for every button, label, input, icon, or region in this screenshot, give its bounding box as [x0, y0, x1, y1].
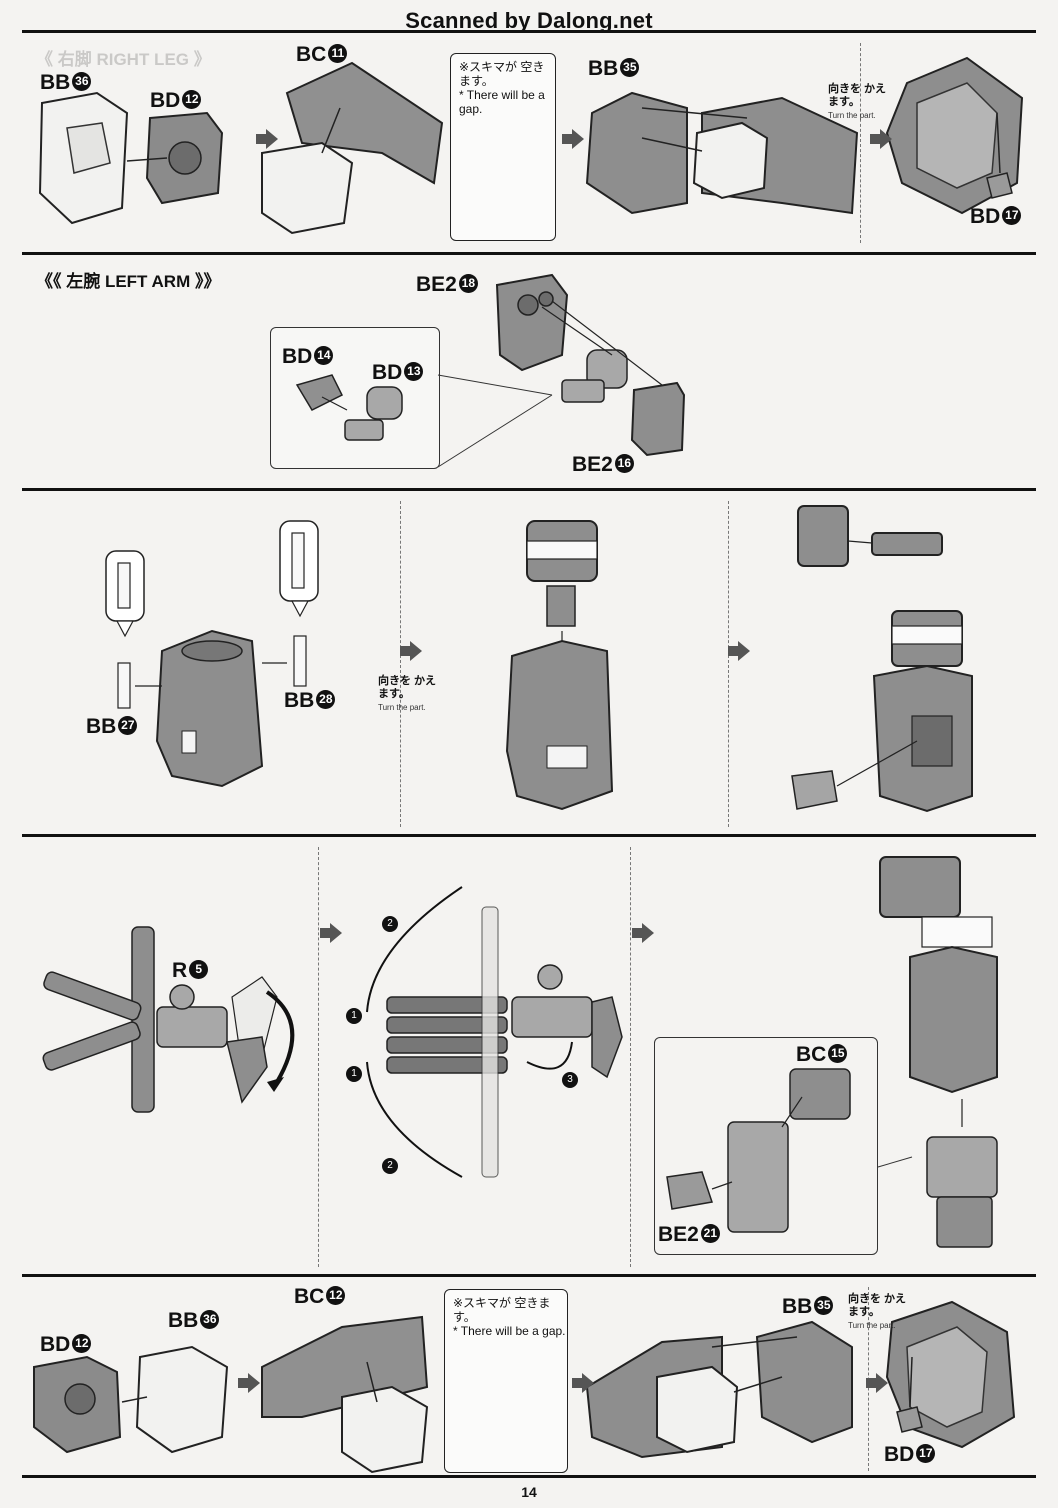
next-arrow: [632, 923, 654, 943]
left-leg-illustration: [33, 1300, 1016, 1474]
next-arrow: [728, 641, 750, 661]
hand-illustration: [42, 856, 998, 1248]
page-number: 14: [521, 1484, 537, 1500]
step-divider: [318, 847, 319, 1267]
step-number-1: 1: [346, 1063, 362, 1082]
step-divider: [630, 847, 631, 1267]
step-divider: [728, 501, 729, 827]
step-number-3: 3: [562, 1069, 578, 1088]
turn-note: 向きを かえます。Turn the part.: [848, 1293, 907, 1330]
turn-note: 向きを かえます。Turn the part.: [828, 83, 887, 120]
inset-hand-assembly: [654, 1037, 878, 1255]
step-number-2: 2: [382, 913, 398, 932]
gap-note-ja: ※スキマが 空きます。: [453, 1296, 551, 1324]
next-arrow: [562, 129, 584, 149]
step-number-2: 2: [382, 1155, 398, 1174]
section-title-left-arm: 《《 左腕 LEFT ARM 》》: [36, 272, 221, 291]
upper-arm-illustration: [105, 505, 973, 813]
next-arrow: [866, 1373, 888, 1393]
gap-note-ja: ※スキマが 空きます。: [459, 60, 545, 88]
gap-note-box: ※スキマが 空きます。* There will be a gap.: [444, 1289, 568, 1473]
next-arrow: [572, 1373, 594, 1393]
next-arrow: [320, 923, 342, 943]
turn-note: 向きを かえます。Turn the part.: [378, 675, 437, 712]
gap-note-en: * There will be a gap.: [453, 1324, 566, 1338]
next-arrow: [870, 129, 892, 149]
gap-note-en: * There will be a gap.: [459, 88, 545, 116]
section-title-right-leg: 《 右脚 RIGHT LEG 》: [36, 50, 211, 69]
step-number-1: 1: [346, 1005, 362, 1024]
step-divider: [860, 43, 861, 243]
scan-credit: Scanned by Dalong.net: [405, 8, 653, 33]
next-arrow: [238, 1373, 260, 1393]
step-divider: [400, 501, 401, 827]
inset-bd-joint: [270, 327, 440, 469]
next-arrow: [256, 129, 278, 149]
gap-note-box: ※スキマが 空きます。* There will be a gap.: [450, 53, 556, 241]
next-arrow: [400, 641, 422, 661]
left-arm-joint-illustration: [295, 273, 686, 468]
